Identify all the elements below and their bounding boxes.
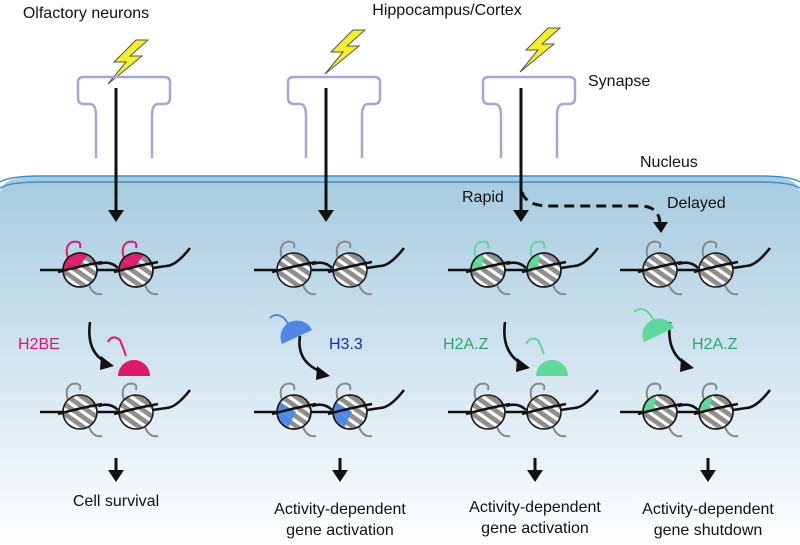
nucleosome-icon bbox=[113, 240, 159, 296]
nucleosome-icon bbox=[271, 240, 317, 296]
olfactory-neurons-label: Olfactory neurons bbox=[23, 5, 149, 22]
arrow-icon bbox=[513, 88, 529, 222]
synapse-icon bbox=[286, 75, 382, 158]
nucleosome-array bbox=[40, 240, 192, 296]
synapse-label: Synapse bbox=[588, 73, 650, 90]
nucleus bbox=[0, 175, 800, 545]
histone-label-h2be: H2BE bbox=[18, 336, 60, 353]
nucleosome-icon bbox=[57, 382, 103, 438]
histone-label-h2az-delayed: H2A.Z bbox=[692, 336, 738, 353]
nucleus-fill bbox=[0, 176, 800, 545]
nucleosome-icon bbox=[637, 382, 683, 438]
outcome-label-2: gene activation bbox=[286, 522, 394, 539]
nucleosome-icon bbox=[113, 382, 159, 438]
lightning-bolt-icon bbox=[107, 39, 150, 85]
nucleosome-array bbox=[448, 240, 600, 296]
nucleosome-array bbox=[40, 382, 192, 438]
histone-variant-icon bbox=[107, 336, 150, 376]
nucleosome-icon bbox=[521, 382, 567, 438]
arrow-icon bbox=[527, 458, 543, 482]
arrow-icon bbox=[108, 88, 124, 222]
histone-label-h33: H3.3 bbox=[329, 336, 363, 353]
histone-variant-icon bbox=[633, 308, 674, 342]
lightning-bolt-icon bbox=[519, 27, 562, 73]
nucleosome-icon bbox=[271, 382, 317, 438]
outcome-label: Activity-dependent bbox=[469, 499, 601, 516]
nucleosome-icon bbox=[637, 240, 683, 296]
synapse-icon bbox=[481, 75, 577, 158]
delayed-label: Delayed bbox=[667, 195, 726, 212]
dashed-arrow-icon bbox=[520, 191, 668, 233]
nucleosome-arrays bbox=[40, 240, 772, 438]
histone-label-h2az-rapid: H2A.Z bbox=[443, 336, 489, 353]
nucleosome-icon bbox=[327, 382, 373, 438]
outcome-label: Cell survival bbox=[73, 493, 159, 510]
histone-variant-icon bbox=[269, 314, 312, 344]
nucleosome-icon bbox=[465, 382, 511, 438]
nucleus-membrane-outer bbox=[0, 175, 800, 183]
nucleosome-icon bbox=[327, 240, 373, 296]
nucleosome-icon bbox=[465, 240, 511, 296]
nucleus-membrane-inner bbox=[0, 181, 800, 189]
nucleosome-array bbox=[620, 382, 772, 438]
rapid-label: Rapid bbox=[462, 189, 504, 206]
nucleosome-icon bbox=[693, 382, 739, 438]
lightning-bolt-icon bbox=[324, 29, 367, 75]
nucleosome-array bbox=[254, 240, 406, 296]
histone-variant-icon bbox=[525, 337, 568, 376]
outcome-label-2: gene activation bbox=[481, 520, 589, 537]
outcome-label-2: gene shutdown bbox=[654, 522, 763, 539]
nucleosome-icon bbox=[57, 240, 103, 296]
nucleus-label: Nucleus bbox=[640, 154, 698, 171]
nucleosome-array bbox=[620, 240, 772, 296]
hippocampus-cortex-label: Hippocampus/Cortex bbox=[372, 2, 521, 19]
arrow-icon bbox=[700, 458, 716, 482]
synapse-icon bbox=[76, 75, 172, 158]
nucleosome-array bbox=[448, 382, 600, 438]
nucleosome-array bbox=[254, 382, 406, 438]
arrow-icon bbox=[318, 88, 334, 222]
arrow-icon bbox=[108, 458, 124, 482]
nucleosome-icon bbox=[693, 240, 739, 296]
arrow-icon bbox=[332, 458, 348, 482]
outcome-label: Activity-dependent bbox=[642, 501, 774, 518]
outcome-label: Activity-dependent bbox=[274, 501, 406, 518]
nucleosome-icon bbox=[521, 240, 567, 296]
